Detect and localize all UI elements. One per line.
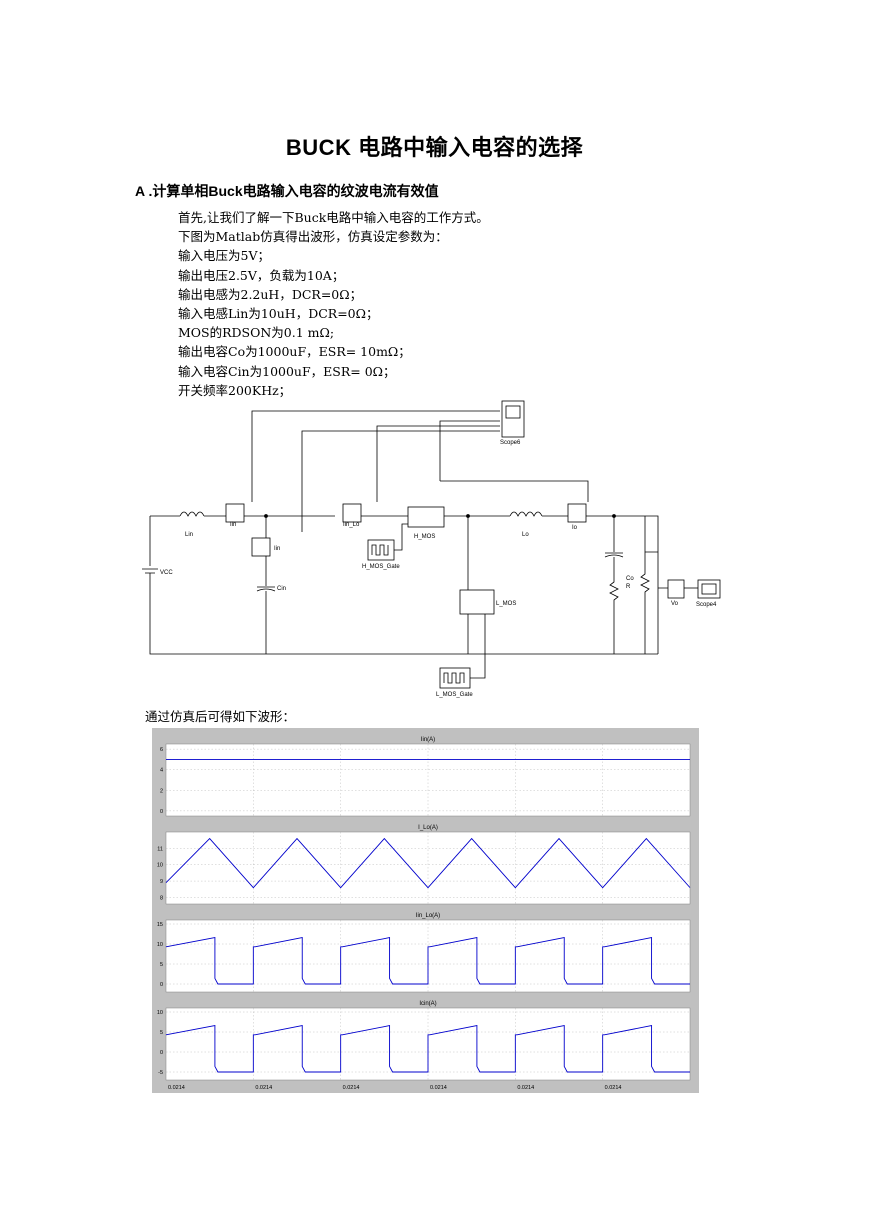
x-tick-label: 0.0214 [605,1085,622,1091]
x-tick-label: 0.0214 [255,1085,272,1091]
intro-line: 开关频率200KHz； [178,382,292,398]
intro-line: 输出电感为2.2uH，DCR=0Ω； [178,286,363,302]
waveform-panel: Iin(A) 0 2 4 6 [160,737,691,817]
co-capacitor [604,552,624,558]
x-tick-label: 0.0214 [343,1085,360,1091]
intro-line: 输出电压2.5V，负载为10A； [178,267,345,283]
intro-line: 首先,让我们了解一下Buck电路中输入电容的工作方式。 [178,210,489,225]
x-axis-ticks: 0.0214 0.0214 0.0214 0.0214 0.0214 0.0214 [168,1085,621,1091]
waveform-panel: Iin_Lo(A) 0 5 10 15 [157,913,691,993]
wire [586,515,659,654]
after-simulation-text: 通过仿真后可得如下波形： [145,709,296,724]
waveform-panel: I_Lo(A) 8 9 10 11 [157,825,691,905]
buck-schematic: Scope6 Lin Iin Iin Cin Iin_Lo H_MOS H_MO… [142,400,721,698]
vo-meter [667,579,685,599]
y-tick-label: 4 [160,768,163,774]
intro-line: 输入电感Lin为10uH，DCR=0Ω； [178,305,379,321]
iin-lo-label: Iin_Lo [343,522,360,528]
lin-label: Lin [185,532,193,538]
iin-label: Iin [230,522,236,528]
trace-line [165,937,690,985]
y-tick-label: 0 [160,982,163,988]
y-tick-label: 0 [160,1050,163,1056]
x-tick-label: 0.0214 [168,1085,185,1091]
intro-line: 输入电压为5V； [178,248,270,264]
vcc-label: VCC [160,570,173,576]
y-tick-label: 10 [157,942,163,948]
cin-label: Cin [277,586,286,592]
y-tick-label: 5 [160,962,163,968]
scope4-block [697,579,721,599]
iin-cap-label: Iin [274,546,280,552]
scope6-screen [505,405,521,419]
io-label: Io [572,525,578,531]
iin-meter [225,503,245,523]
section-heading: A .计算单相Buck电路输入电容的纹波电流有效值 [135,183,439,199]
co-label: Co [626,576,634,582]
wire [394,523,408,551]
intro-line: MOS的RDSON为0.1 mΩ; [178,325,335,341]
y-tick-label: 10 [157,863,163,869]
pulse-icon [371,544,389,556]
y-tick-label: 2 [160,788,163,794]
waveform-panel: Icin(A) -5 0 5 10 [157,1001,691,1081]
y-tick-label: 9 [160,879,163,885]
panel-title: I_Lo(A) [418,825,438,831]
intro-paragraph: 首先,让我们了解一下Buck电路中输入电容的工作方式。 下图为Matlab仿真得… [178,208,489,400]
iin-cap-meter [251,537,271,557]
scope4-screen [701,583,717,595]
l-mos-label: L_MOS [496,601,516,607]
pulse-icon [443,672,465,684]
lin-inductor [179,511,205,517]
y-tick-label: -5 [158,1070,163,1076]
wire [439,420,500,481]
wire [149,573,658,655]
lo-inductor [509,511,543,517]
load-resistor [640,516,650,654]
y-tick-label: 10 [157,1010,163,1016]
page-title: BUCK 电路中输入电容的选择 [285,135,584,160]
y-tick-label: 15 [157,922,163,928]
iin-lo-meter [342,503,362,523]
h-mos-block [407,506,445,528]
panel-title: Iin_Lo(A) [416,913,440,919]
r-label: R [626,584,631,590]
x-tick-label: 0.0214 [517,1085,534,1091]
cin-capacitor [256,586,276,592]
scope6-label: Scope6 [500,440,521,446]
wire [301,430,500,532]
l-mos-gate-block [439,667,471,689]
l-mos-block [459,589,495,615]
trace-line [165,837,691,889]
h-mos-gate-label: H_MOS_Gate [362,564,400,570]
l-mos-gate-label: L_MOS_Gate [436,692,473,698]
vcc-source [142,516,158,574]
esr-resistor [609,557,619,654]
vo-label: Vo [671,601,679,607]
scope4-label: Scope4 [696,602,717,608]
y-tick-label: 8 [160,895,163,901]
wire [251,410,500,502]
intro-line: 下图为Matlab仿真得出波形，仿真设定参数为： [178,229,448,245]
panel-title: Icin(A) [419,1001,436,1007]
io-meter [567,503,587,523]
y-tick-label: 6 [160,747,163,753]
h-mos-label: H_MOS [414,534,435,540]
wire [645,551,668,589]
wire [376,425,500,502]
trace-line [165,1025,690,1073]
y-tick-label: 11 [157,846,163,852]
x-tick-label: 0.0214 [430,1085,447,1091]
panel-title: Iin(A) [421,737,435,743]
scope6-block [501,400,525,438]
intro-line: 输入电容Cin为1000uF，ESR= 0Ω； [178,363,396,379]
intro-line: 输出电容Co为1000uF，ESR= 10mΩ； [178,344,411,360]
y-tick-label: 5 [160,1030,163,1036]
y-tick-label: 0 [160,809,163,815]
wire [440,480,589,502]
wire [470,614,486,679]
lo-label: Lo [522,532,529,538]
